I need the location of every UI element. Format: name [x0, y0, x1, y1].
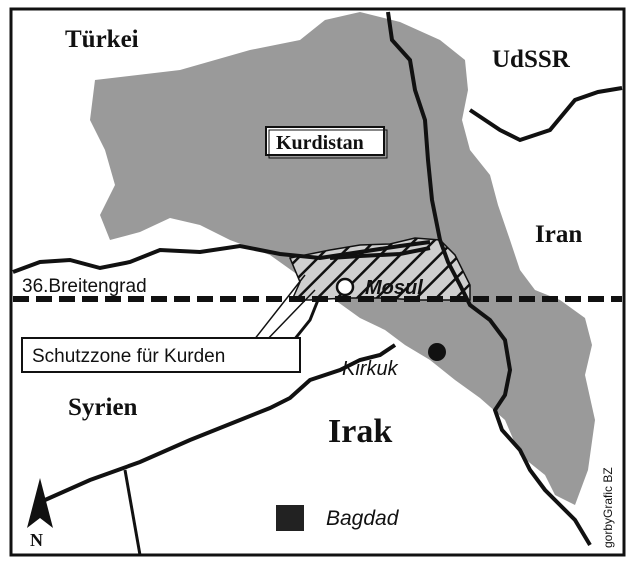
label-baghdad: Bagdad: [326, 507, 400, 530]
label-turkey: Türkei: [65, 26, 139, 53]
label-iraq: Irak: [328, 413, 392, 450]
kurdistan-label-shadow: [268, 129, 388, 159]
safe-zone-pointer-1: [249, 274, 306, 346]
mosul-marker: [335, 277, 355, 297]
credit-label: gorbyGrafic BZ: [601, 467, 615, 548]
kurdistan-label-box: [265, 126, 385, 156]
label-syria: Syrien: [68, 394, 138, 421]
border-syria-iraq-south: [123, 469, 142, 556]
border-syria-upper: [288, 299, 320, 346]
label-safe-zone: Schutzzone für Kurden: [32, 346, 225, 367]
baghdad-marker: [276, 505, 304, 531]
label-mosul: Mosul: [365, 277, 423, 299]
label-kirkuk: Kirkuk: [342, 358, 399, 380]
north-arrow-icon: N: [27, 478, 53, 550]
label-north: N: [30, 530, 43, 550]
label-parallel: 36.Breitengrad: [22, 276, 147, 297]
border-turkey-syria: [12, 240, 431, 274]
border-turkey-iraq: [329, 246, 431, 260]
label-iran: Iran: [535, 221, 582, 248]
label-kurdistan: Kurdistan: [276, 132, 364, 154]
border-ussr: [468, 86, 623, 143]
border-syria-iraq: [44, 343, 397, 502]
label-ussr: UdSSR: [492, 46, 571, 73]
safe-zone-label-box: [21, 337, 301, 373]
border-iran-west: [386, 11, 592, 547]
kirkuk-marker: [428, 343, 446, 361]
safe-zone-pointer-2: [261, 289, 316, 346]
